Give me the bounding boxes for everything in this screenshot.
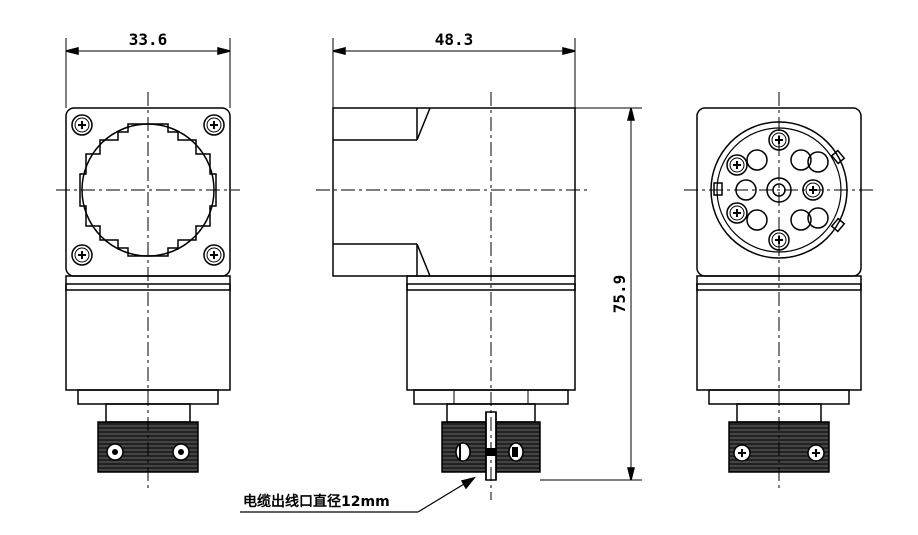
dimension-height	[540, 107, 642, 481]
dimension-side-width	[332, 38, 576, 108]
rear-view	[684, 92, 874, 490]
dim-label-height: 75.9	[610, 275, 629, 314]
dimension-front-width	[65, 38, 231, 108]
front-view	[56, 38, 240, 490]
cable-outlet-note: 电缆出线口直径12mm	[243, 493, 390, 510]
cable-note-leader	[240, 476, 476, 513]
dim-label-front-width: 33.6	[129, 30, 168, 49]
side-view	[240, 38, 642, 513]
dim-label-side-width: 48.3	[435, 30, 474, 49]
